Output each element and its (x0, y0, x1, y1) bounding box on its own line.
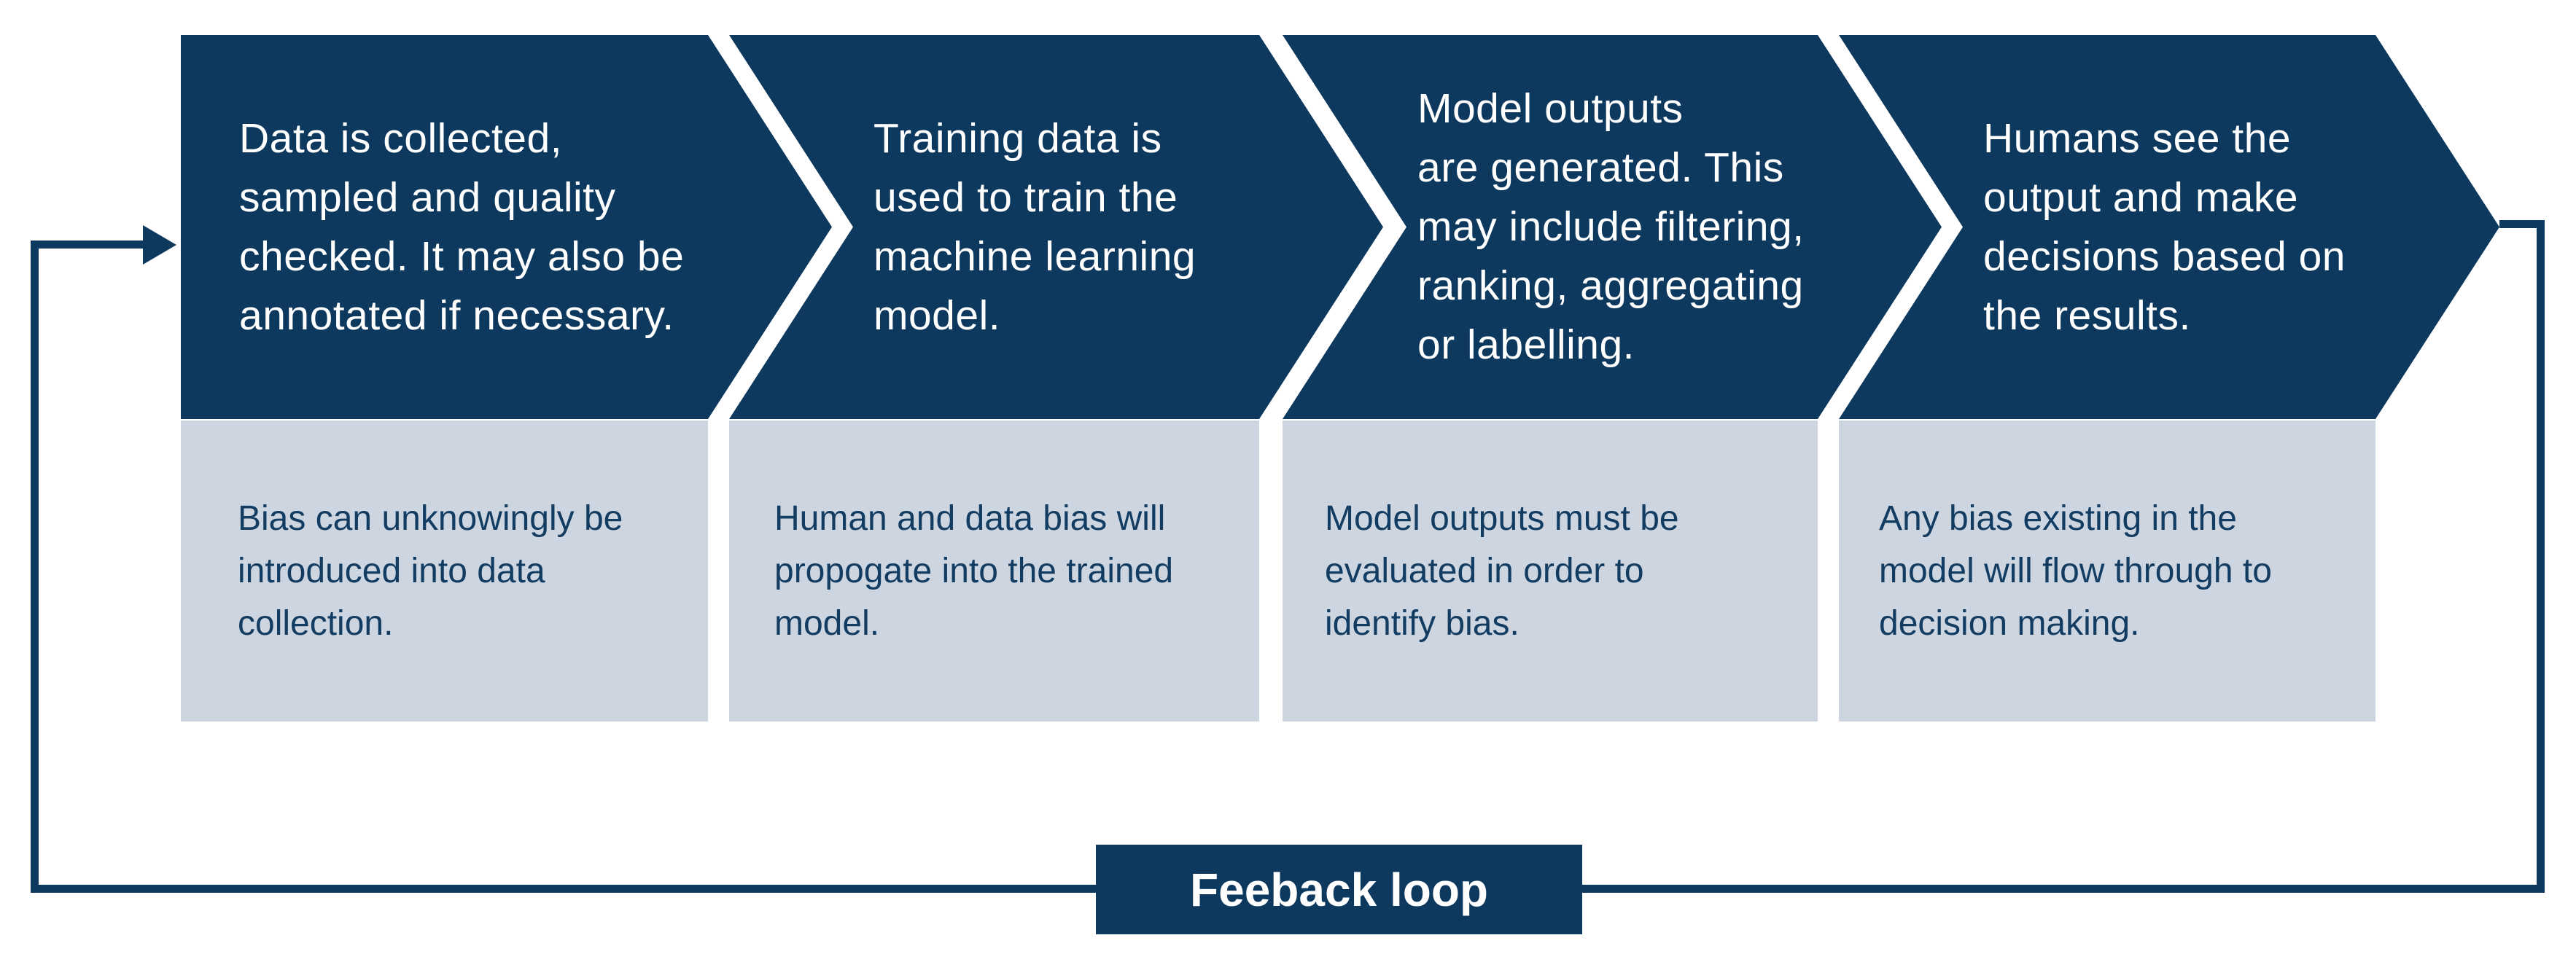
stage-4-bias-text: Any bias existing in the model will flow… (1879, 498, 2272, 643)
feedback-line-left-vertical (31, 240, 39, 893)
stage-4-step-text: Humans see the output and make decisions… (1983, 114, 2346, 339)
stage-1-bias-text: Bias can unknowingly be introduced into … (238, 498, 623, 643)
stage-3-step-text: Model outputs are generated. This may in… (1417, 85, 1805, 368)
stage-2-step-text: Training data is used to train the machi… (873, 114, 1196, 339)
stage-1-bias-panel: Bias can unknowingly be introduced into … (181, 421, 708, 722)
feedback-line-right-vertical (2537, 220, 2545, 893)
stage-2-bias-panel: Human and data bias will propogate into … (729, 421, 1259, 722)
feedback-line-right-stub (2499, 220, 2545, 228)
stage-2-bias-text: Human and data bias will propogate into … (774, 498, 1174, 643)
stage-3-bias-text: Model outputs must be evaluated in order… (1325, 498, 1679, 643)
stage-1-step-text: Data is collected, sampled and quality c… (239, 114, 685, 339)
stage-4-bias-panel: Any bias existing in the model will flow… (1839, 421, 2375, 722)
stage-1-chevron: Data is collected, sampled and quality c… (181, 35, 832, 419)
feedback-line-entry-shaft (31, 240, 146, 249)
feedback-arrowhead-icon (143, 225, 176, 265)
stage-3-bias-panel: Model outputs must be evaluated in order… (1283, 421, 1818, 722)
feedback-loop-label: Feeback loop (1096, 845, 1582, 934)
feedback-loop-label-text: Feeback loop (1190, 863, 1488, 916)
